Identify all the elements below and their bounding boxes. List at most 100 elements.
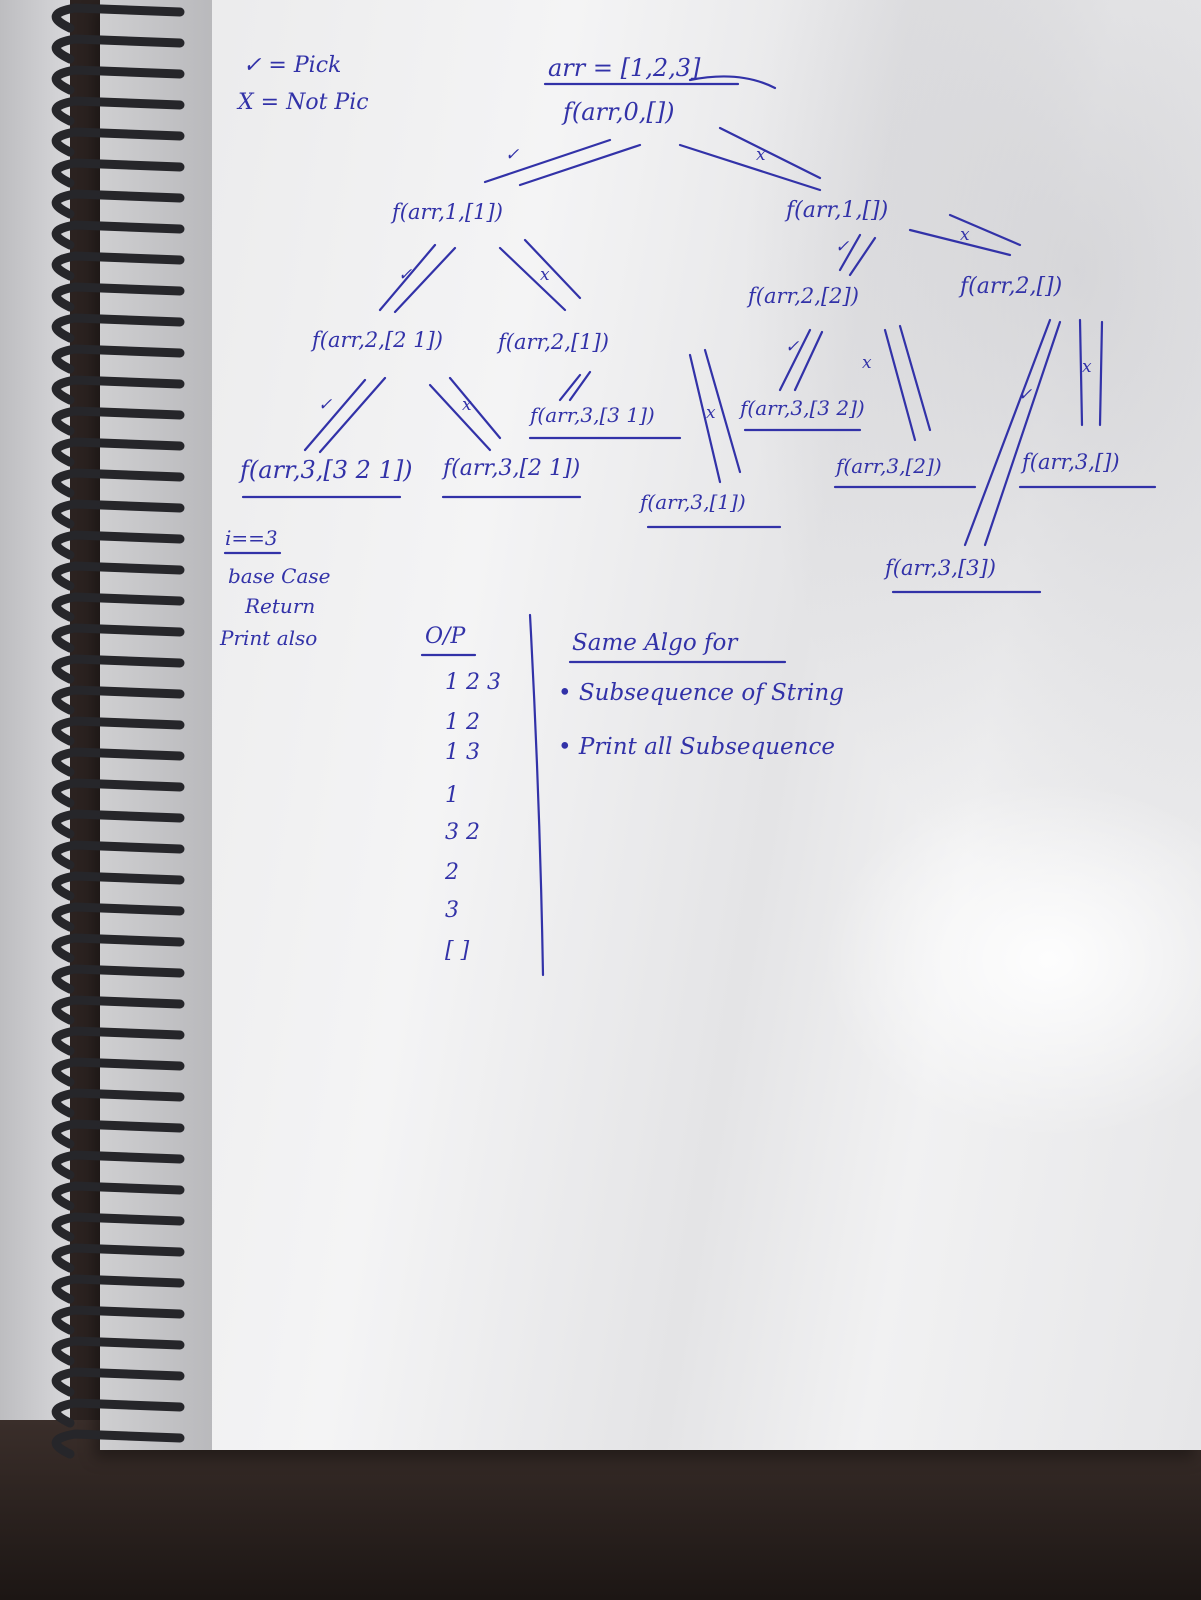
base-case-return: Return bbox=[245, 594, 316, 618]
spiral-coil bbox=[51, 220, 185, 250]
spiral-coil bbox=[51, 1336, 185, 1366]
call-node: f(arr,3,[2]) bbox=[836, 454, 942, 478]
spiral-coil bbox=[51, 685, 185, 715]
spiral-coil bbox=[51, 933, 185, 963]
spiral-coil bbox=[51, 592, 185, 622]
spiral-coil bbox=[51, 282, 185, 312]
arrow-root-right-up bbox=[718, 126, 822, 180]
spiral-coil bbox=[51, 623, 185, 653]
call-node: f(arr,3,[1]) bbox=[640, 490, 746, 514]
output-line: 1 2 3 bbox=[445, 670, 501, 695]
notes-item: • Subsequence of String bbox=[558, 680, 844, 706]
spiral-coil bbox=[51, 1026, 185, 1056]
spiral-coil bbox=[51, 1212, 185, 1242]
base-case-condition: i==3 bbox=[225, 526, 278, 550]
spiral-coil bbox=[51, 716, 185, 746]
spiral-coil bbox=[51, 1305, 185, 1335]
call-node: f(arr,3,[2 1]) bbox=[443, 456, 581, 481]
svg-text:✓: ✓ bbox=[1018, 385, 1032, 405]
call-node: f(arr,1,[1]) bbox=[392, 200, 503, 224]
spiral-coil bbox=[51, 406, 185, 436]
call-node: f(arr,3,[]) bbox=[1022, 450, 1120, 474]
root-call: f(arr,0,[]) bbox=[563, 98, 675, 126]
output-line: 1 3 bbox=[445, 740, 480, 765]
svg-text:✓: ✓ bbox=[398, 265, 412, 285]
spiral-coil bbox=[51, 561, 185, 591]
call-node: f(arr,2,[2 1]) bbox=[312, 328, 443, 352]
spiral-coil bbox=[51, 344, 185, 374]
spiral-coil bbox=[51, 127, 185, 157]
spiral-coil bbox=[51, 1274, 185, 1304]
spiral-coil bbox=[51, 34, 185, 64]
legend-not-pick: X = Not Pic bbox=[238, 90, 369, 115]
call-node: f(arr,3,[3 1]) bbox=[530, 403, 655, 427]
spiral-coil bbox=[51, 96, 185, 126]
pick-mark: ✓ bbox=[505, 145, 519, 165]
spiral-binding bbox=[51, 3, 185, 1459]
base-case-print: Print also bbox=[220, 626, 318, 650]
output-line: 3 2 bbox=[445, 820, 480, 845]
spiral-coil bbox=[51, 840, 185, 870]
spiral-coil bbox=[51, 1243, 185, 1273]
call-node: f(arr,3,[3]) bbox=[885, 556, 996, 580]
call-node: f(arr,3,[3 2]) bbox=[740, 396, 865, 420]
output-line: 1 bbox=[445, 783, 459, 808]
spiral-coil bbox=[51, 995, 185, 1025]
call-node: f(arr,2,[1]) bbox=[498, 330, 609, 354]
table-surface bbox=[0, 1420, 1201, 1600]
output-header: O/P bbox=[425, 624, 466, 649]
spiral-coil bbox=[51, 1119, 185, 1149]
spiral-coil bbox=[51, 778, 185, 808]
shadow-area bbox=[740, 0, 1201, 900]
spiral-coil bbox=[51, 871, 185, 901]
spiral-coil bbox=[51, 437, 185, 467]
spiral-coil bbox=[51, 468, 185, 498]
spiral-coil bbox=[51, 902, 185, 932]
spiral-coil bbox=[51, 747, 185, 777]
call-node: f(arr,2,[2]) bbox=[748, 284, 859, 308]
svg-text:x: x bbox=[1082, 357, 1092, 377]
call-node: f(arr,3,[3 2 1]) bbox=[240, 456, 413, 484]
spiral-coil bbox=[51, 375, 185, 405]
root-array: arr = [1,2,3] bbox=[548, 54, 701, 82]
spiral-coil bbox=[51, 499, 185, 529]
spiral-coil bbox=[51, 313, 185, 343]
svg-text:x: x bbox=[540, 265, 550, 285]
output-line: 3 bbox=[445, 898, 459, 923]
spiral-coil bbox=[51, 1088, 185, 1118]
arrow-root-left-down bbox=[483, 138, 612, 184]
arrow-root-left-up bbox=[518, 143, 642, 187]
spiral-coil bbox=[51, 654, 185, 684]
notebook-page bbox=[100, 0, 1201, 1450]
spiral-coil bbox=[51, 809, 185, 839]
svg-text:x: x bbox=[862, 353, 872, 373]
svg-text:✓: ✓ bbox=[835, 237, 849, 257]
call-node: f(arr,1,[]) bbox=[786, 198, 889, 223]
legend-pick: ✓ = Pick bbox=[243, 53, 342, 78]
output-line: 1 2 bbox=[445, 710, 480, 735]
spiral-coil bbox=[51, 1367, 185, 1397]
base-case-label: base Case bbox=[228, 564, 331, 588]
output-line: 2 bbox=[445, 860, 459, 885]
svg-text:✓: ✓ bbox=[785, 337, 799, 357]
notes-item: • Print all Subsequence bbox=[558, 734, 835, 760]
svg-text:x: x bbox=[462, 395, 472, 415]
spiral-coil bbox=[51, 1057, 185, 1087]
svg-text:✓: ✓ bbox=[318, 395, 332, 415]
arrow-root-right-down bbox=[678, 143, 822, 192]
spiral-coil bbox=[51, 3, 185, 33]
spiral-coil bbox=[51, 65, 185, 95]
arrow-l1a-down bbox=[378, 243, 437, 312]
spiral-coil bbox=[51, 251, 185, 281]
call-node: f(arr,2,[]) bbox=[960, 274, 1063, 299]
spiral-coil bbox=[51, 964, 185, 994]
notes-title: Same Algo for bbox=[572, 630, 738, 656]
spiral-coil bbox=[51, 158, 185, 188]
spiral-coil bbox=[51, 189, 185, 219]
svg-text:x: x bbox=[960, 225, 970, 245]
output-line: [ ] bbox=[445, 938, 470, 963]
light-glare bbox=[820, 780, 1201, 1140]
spiral-coil bbox=[51, 1181, 185, 1211]
